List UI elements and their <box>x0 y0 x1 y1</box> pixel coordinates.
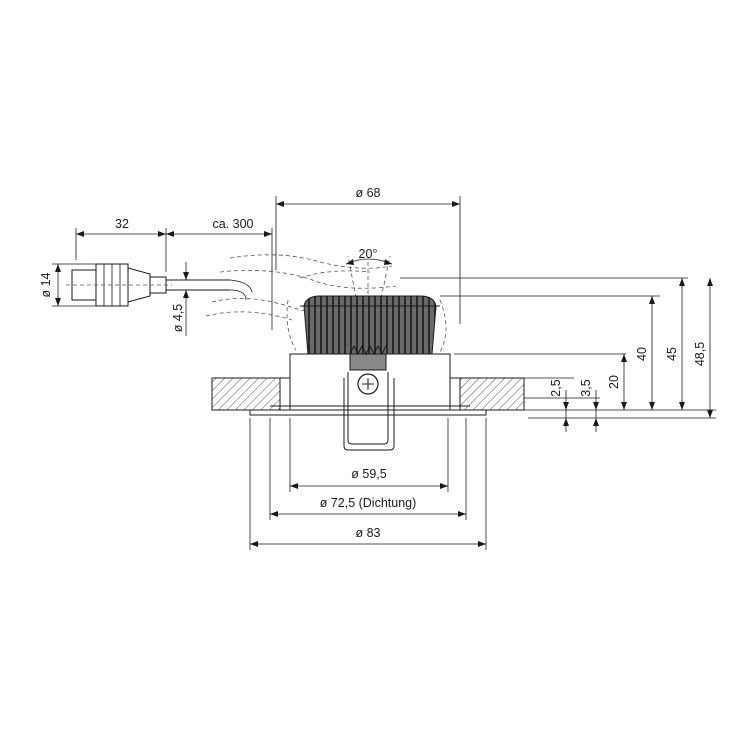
dim-tilt-angle: 20° <box>345 247 393 265</box>
dim-connector-diameter: ø 14 <box>39 263 96 307</box>
luminaire <box>211 255 525 451</box>
cable-diameter-label: ø 4,5 <box>171 304 185 333</box>
top-diameter-label: ø 68 <box>355 186 380 200</box>
tilt-angle-label: 20° <box>359 247 378 261</box>
seal-label: ø 72,5 (Dichtung) <box>320 496 417 510</box>
spring-clip <box>343 344 395 451</box>
connector <box>66 263 253 307</box>
connector-diameter-label: ø 14 <box>39 272 53 297</box>
ceiling-right <box>459 377 525 411</box>
height-3-5-label: 3,5 <box>579 379 593 396</box>
dim-cutout: ø 59,5 <box>289 418 449 492</box>
ceiling-left <box>211 377 281 411</box>
height-48-5-label: 48,5 <box>693 342 707 366</box>
height-2-5-label: 2,5 <box>549 379 563 396</box>
cutout-label: ø 59,5 <box>351 467 386 481</box>
outer-label: ø 83 <box>355 526 380 540</box>
cable-length-label: ca. 300 <box>212 217 253 231</box>
dim-connector-length: 32 <box>75 217 167 272</box>
height-20-label: 20 <box>607 375 621 389</box>
height-45-label: 45 <box>665 347 679 361</box>
height-40-label: 40 <box>635 347 649 361</box>
connector-length-label: 32 <box>115 217 129 231</box>
dim-cable-diameter: ø 4,5 <box>171 262 196 336</box>
dim-top-diameter: ø 68 <box>275 186 461 324</box>
dim-seal: ø 72,5 (Dichtung) <box>269 418 467 520</box>
dim-outer: ø 83 <box>249 418 487 550</box>
height-dims: 2,5 3,5 20 40 45 48,5 <box>400 277 716 432</box>
connector-sleeve <box>127 267 151 303</box>
dim-cable-length: ca. 300 <box>166 217 273 330</box>
screw-icon <box>357 373 379 395</box>
trim-ring <box>249 409 487 416</box>
